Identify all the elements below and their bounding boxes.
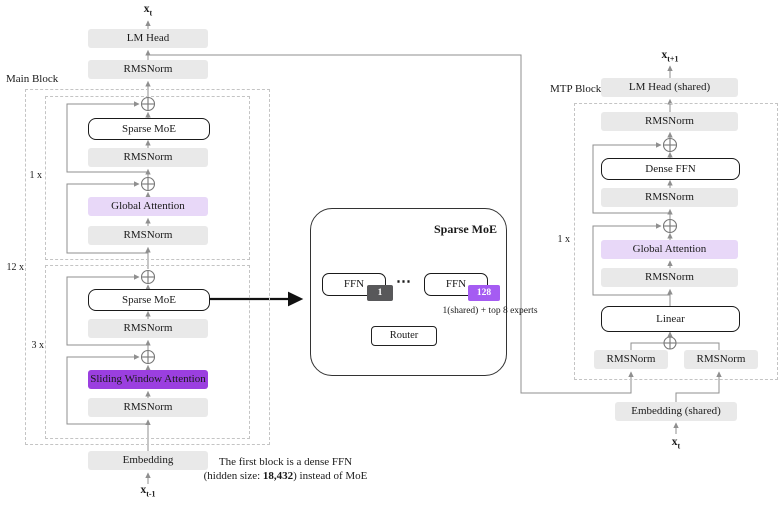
- main-group2-repeat: 3 x: [31, 340, 45, 351]
- main-rmsnorm-swa: RMSNorm: [88, 398, 208, 417]
- mtp-output-var: xt+1: [661, 49, 679, 64]
- mtp-rmsnorm-right: RMSNorm: [684, 350, 758, 369]
- mtp-rmsnorm-ga: RMSNorm: [601, 268, 738, 287]
- main-rmsnorm-moe2: RMSNorm: [88, 319, 208, 338]
- mtp-lm-head: LM Head (shared): [601, 78, 738, 97]
- main-group2-border: [45, 265, 250, 439]
- moe-expert-first-badge: 1: [367, 285, 393, 301]
- main-block-border: [25, 89, 270, 445]
- mtp-embedding: Embedding (shared): [615, 402, 737, 421]
- main-rmsnorm-moe1: RMSNorm: [88, 148, 208, 167]
- main-sparse-moe-1: Sparse MoE: [88, 118, 210, 140]
- mtp-rmsnorm-final: RMSNorm: [601, 112, 738, 131]
- moe-experts-ellipsis: ⋯: [396, 274, 412, 290]
- main-sliding-window-attention: Sliding Window Attention: [88, 370, 208, 389]
- mtp-block-border: [574, 103, 778, 380]
- dense-ffn-footnote: The first block is a dense FFN (hidden s…: [158, 455, 413, 483]
- mtp-dense-ffn: Dense FFN: [601, 158, 740, 180]
- moe-expert-last-badge: 128: [468, 285, 500, 301]
- footnote-line2: (hidden size: 18,432) instead of MoE: [203, 470, 368, 482]
- main-group1-border: [45, 96, 250, 260]
- mtp-block-label: MTP Block: [550, 83, 602, 95]
- main-rmsnorm-final: RMSNorm: [88, 60, 208, 79]
- main-global-attention: Global Attention: [88, 197, 208, 216]
- mtp-rmsnorm-left: RMSNorm: [594, 350, 668, 369]
- mtp-input-var: xt: [671, 436, 681, 451]
- main-outer-repeat: 12 x: [6, 262, 25, 273]
- main-group1-repeat: 1 x: [29, 170, 43, 181]
- main-input-var: xt-1: [140, 484, 156, 499]
- moe-experts-note: 1(shared) + top 8 experts: [442, 306, 538, 316]
- main-block-label: Main Block: [6, 73, 59, 85]
- mtp-rmsnorm-ffn: RMSNorm: [601, 188, 738, 207]
- mtp-linear: Linear: [601, 306, 740, 332]
- main-output-var: xt: [143, 3, 153, 18]
- mtp-global-attention: Global Attention: [601, 240, 738, 259]
- mtp-repeat: 1 x: [557, 234, 571, 245]
- main-embedding: Embedding: [88, 451, 208, 470]
- main-lm-head: LM Head: [88, 29, 208, 48]
- moe-router: Router: [371, 326, 437, 346]
- sparse-moe-detail-title: Sparse MoE: [434, 222, 497, 236]
- footnote-line1: The first block is a dense FFN: [218, 456, 353, 468]
- main-sparse-moe-2: Sparse MoE: [88, 289, 210, 311]
- main-rmsnorm-ga: RMSNorm: [88, 226, 208, 245]
